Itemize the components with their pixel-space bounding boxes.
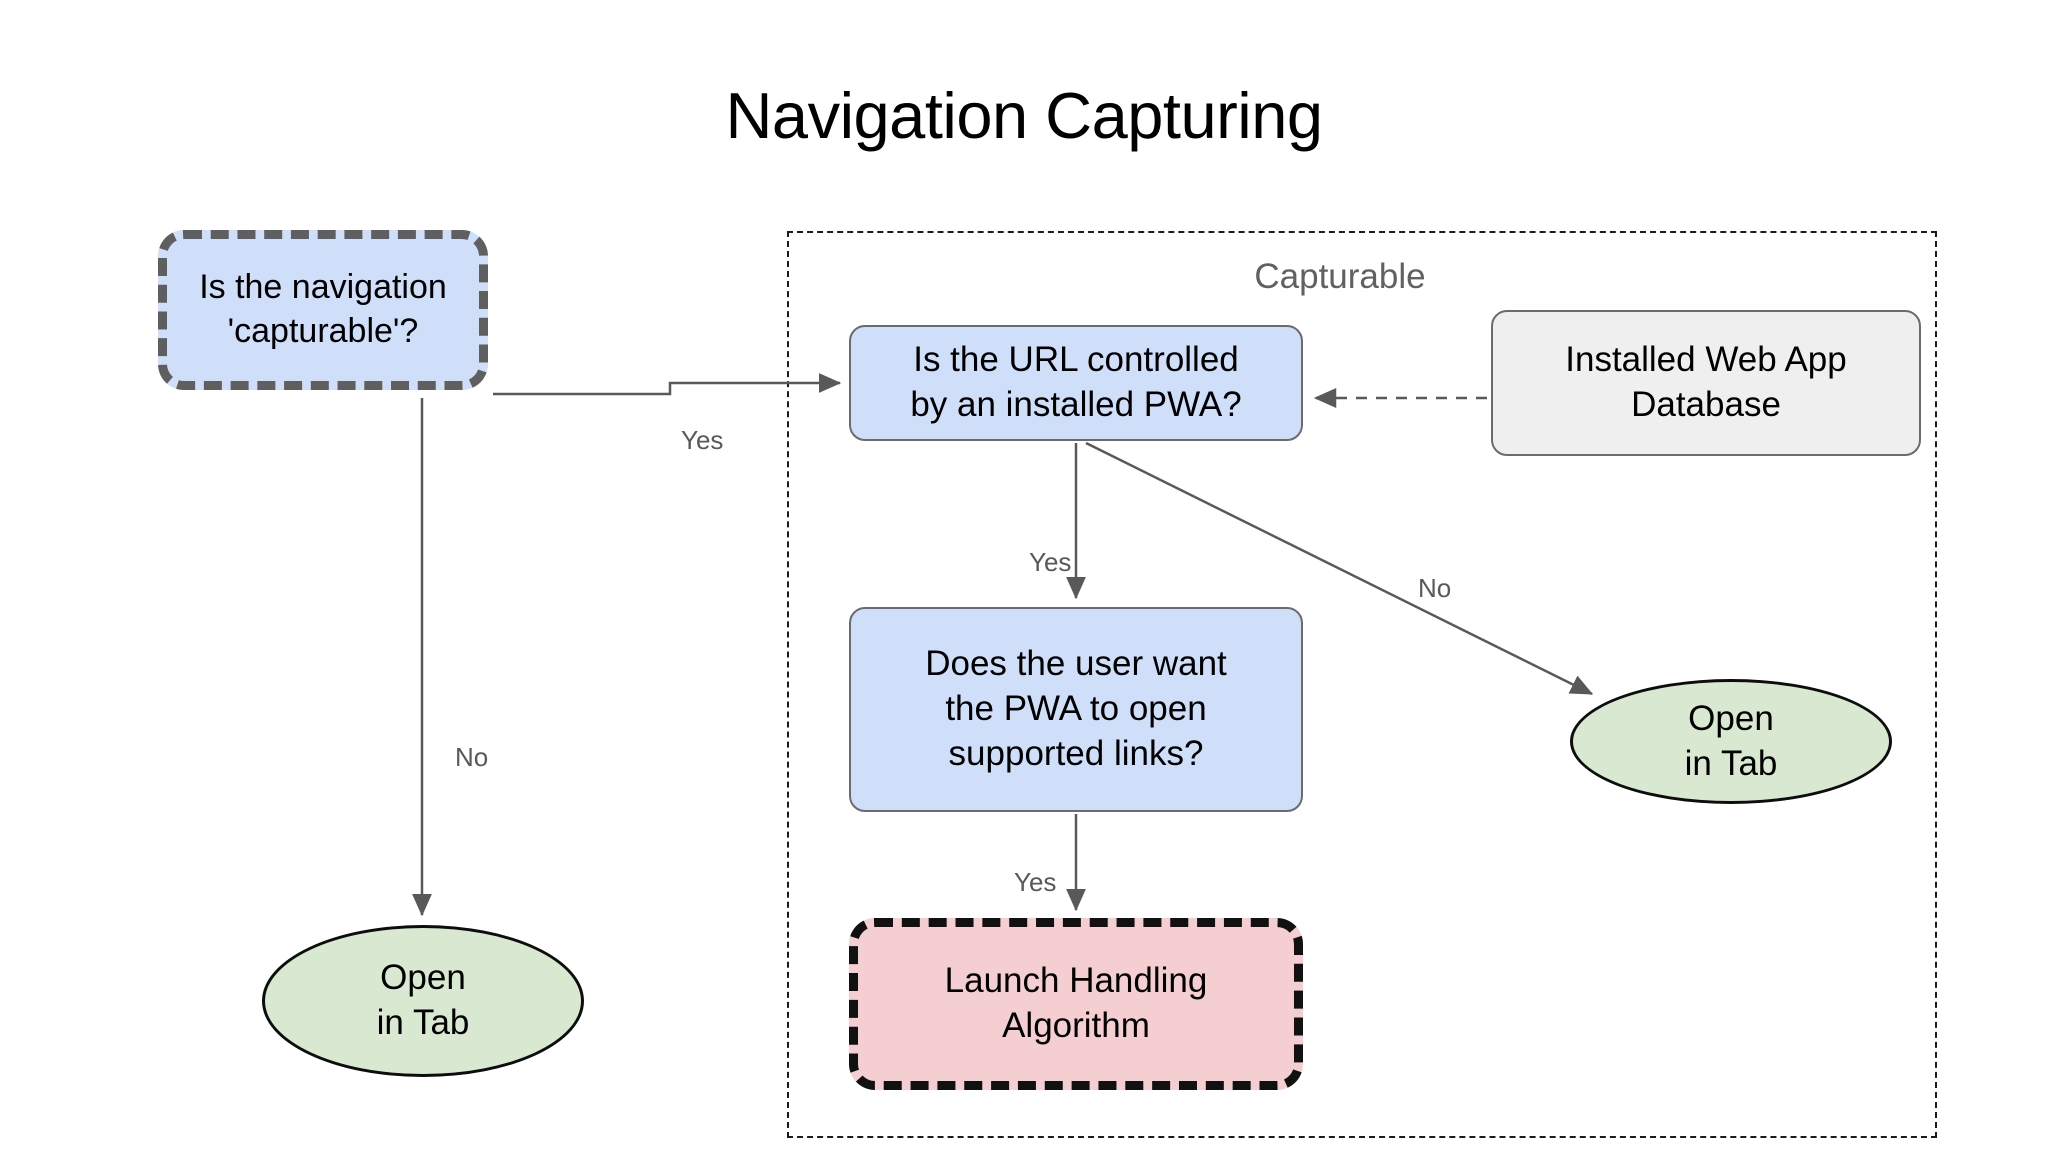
node-does-user-want-pwa-open-links[interactable]: Does the user want the PWA to open suppo…	[849, 607, 1303, 812]
node-label-installed-web-app-database: Installed Web App Database	[1565, 340, 1847, 424]
node-label-launch-handling-algorithm: Launch Handling Algorithm	[944, 961, 1208, 1045]
node-label-open-in-tab-right: Open in Tab	[1684, 698, 1778, 783]
node-open-in-tab-right[interactable]: Open in Tab	[1570, 679, 1892, 804]
node-launch-handling-algorithm[interactable]: Launch Handling Algorithm	[849, 918, 1303, 1090]
node-is-navigation-capturable[interactable]: Is the navigation 'capturable'?	[158, 230, 488, 390]
capturable-group-container	[787, 231, 1937, 1138]
edge-label-url-no: No	[1418, 573, 1452, 603]
edge-label-url-yes: Yes	[1029, 547, 1072, 577]
node-label-is-url-controlled-by-pwa: Is the URL controlled by an installed PW…	[910, 340, 1242, 424]
edge-label-user-yes: Yes	[1014, 867, 1057, 897]
node-label-is-navigation-capturable: Is the navigation 'capturable'?	[199, 268, 447, 350]
node-label-open-in-tab-left: Open in Tab	[376, 958, 470, 1042]
node-label-does-user-want-pwa-open-links: Does the user want the PWA to open suppo…	[925, 644, 1227, 773]
edge-label-capturable-no: No	[455, 742, 489, 772]
edge-label-capturable-yes: Yes	[681, 425, 724, 455]
page-title: Navigation Capturing	[725, 79, 1323, 152]
node-is-url-controlled-by-pwa[interactable]: Is the URL controlled by an installed PW…	[849, 325, 1303, 441]
node-open-in-tab-left[interactable]: Open in Tab	[262, 925, 584, 1077]
node-installed-web-app-database[interactable]: Installed Web App Database	[1491, 310, 1921, 456]
capturable-group-label: Capturable	[1254, 257, 1426, 296]
